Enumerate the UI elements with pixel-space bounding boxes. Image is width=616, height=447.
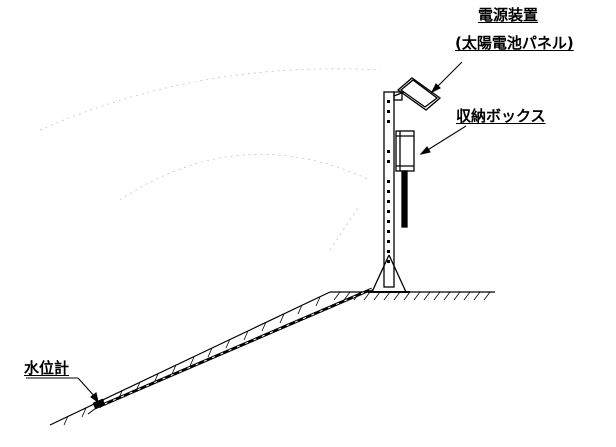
power-supply-label: 電源装置 [478, 6, 539, 24]
solar-panel-label: (太陽電池パネル) [455, 34, 574, 52]
solar-panel [393, 77, 442, 111]
water-level-gauge-label: 水位計 [24, 359, 70, 377]
cable-conduit [99, 287, 373, 408]
storage-box-label: 収納ボックス [456, 107, 546, 125]
mounting-pole [368, 91, 410, 293]
leader-arrows [26, 61, 467, 404]
storage-box [395, 130, 415, 228]
background-dotted-line [39, 68, 381, 251]
ground-surface [49, 291, 495, 426]
